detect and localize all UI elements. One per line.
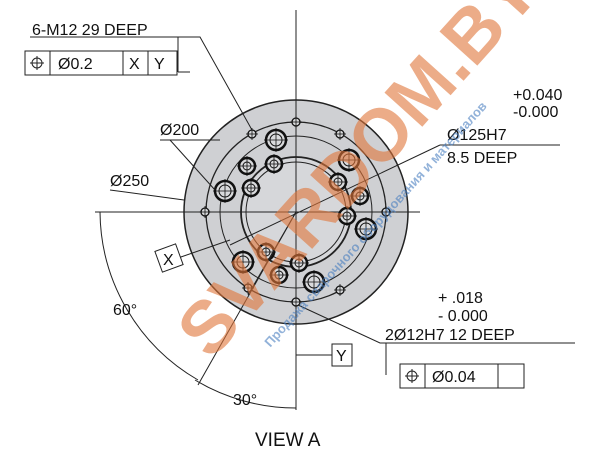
hole	[289, 253, 309, 273]
hole	[290, 116, 302, 128]
hole	[354, 217, 378, 241]
hole	[328, 172, 348, 192]
hole	[237, 156, 257, 176]
bore-depth-label: 8.5 DEEP	[447, 150, 517, 167]
datum-y-letter: Y	[336, 348, 347, 365]
view-title: VIEW A	[255, 430, 321, 451]
hole	[264, 128, 288, 152]
fcf-bottom-tolerance: Ø0.04	[432, 369, 476, 386]
hole	[290, 296, 302, 308]
hole	[334, 128, 346, 140]
angle-30-label: 30°	[233, 392, 257, 409]
hole	[264, 154, 284, 174]
datum-x: X	[154, 243, 184, 273]
pin-tol-upper: + .018	[438, 290, 483, 307]
fcf-top-tolerance: Ø0.2	[58, 56, 93, 73]
hole	[231, 250, 255, 274]
hole	[199, 206, 211, 218]
pin-tol-lower: - 0.000	[438, 308, 488, 325]
hole	[350, 186, 370, 206]
datum-x-letter: X	[163, 252, 174, 269]
fcf-bottom: Ø0.04	[385, 343, 525, 389]
bore-label: Ø125H7	[447, 127, 507, 144]
tapped-holes-note: 6-M12 29 DEEP	[32, 22, 148, 39]
angle-60-label: 60°	[113, 302, 137, 319]
hole	[302, 270, 326, 294]
fcf-top-datum-y: Y	[154, 56, 165, 73]
d200-label: Ø200	[160, 122, 199, 139]
hole	[241, 178, 261, 198]
fcf-top: Ø0.2 X Y	[24, 50, 178, 76]
hole	[337, 206, 357, 226]
datum-y: Y	[331, 343, 353, 367]
hole	[337, 148, 361, 172]
fcf-top-datum-x: X	[129, 56, 140, 73]
hole	[269, 265, 289, 285]
d250-label: Ø250	[110, 173, 149, 190]
pin-holes-note: 2Ø12H7 12 DEEP	[385, 327, 515, 344]
hole	[213, 179, 237, 203]
hole	[334, 284, 346, 296]
bore-tol-lower: -0.000	[513, 104, 558, 121]
hole	[380, 206, 392, 218]
bore-tol-upper: +0.040	[513, 87, 562, 104]
